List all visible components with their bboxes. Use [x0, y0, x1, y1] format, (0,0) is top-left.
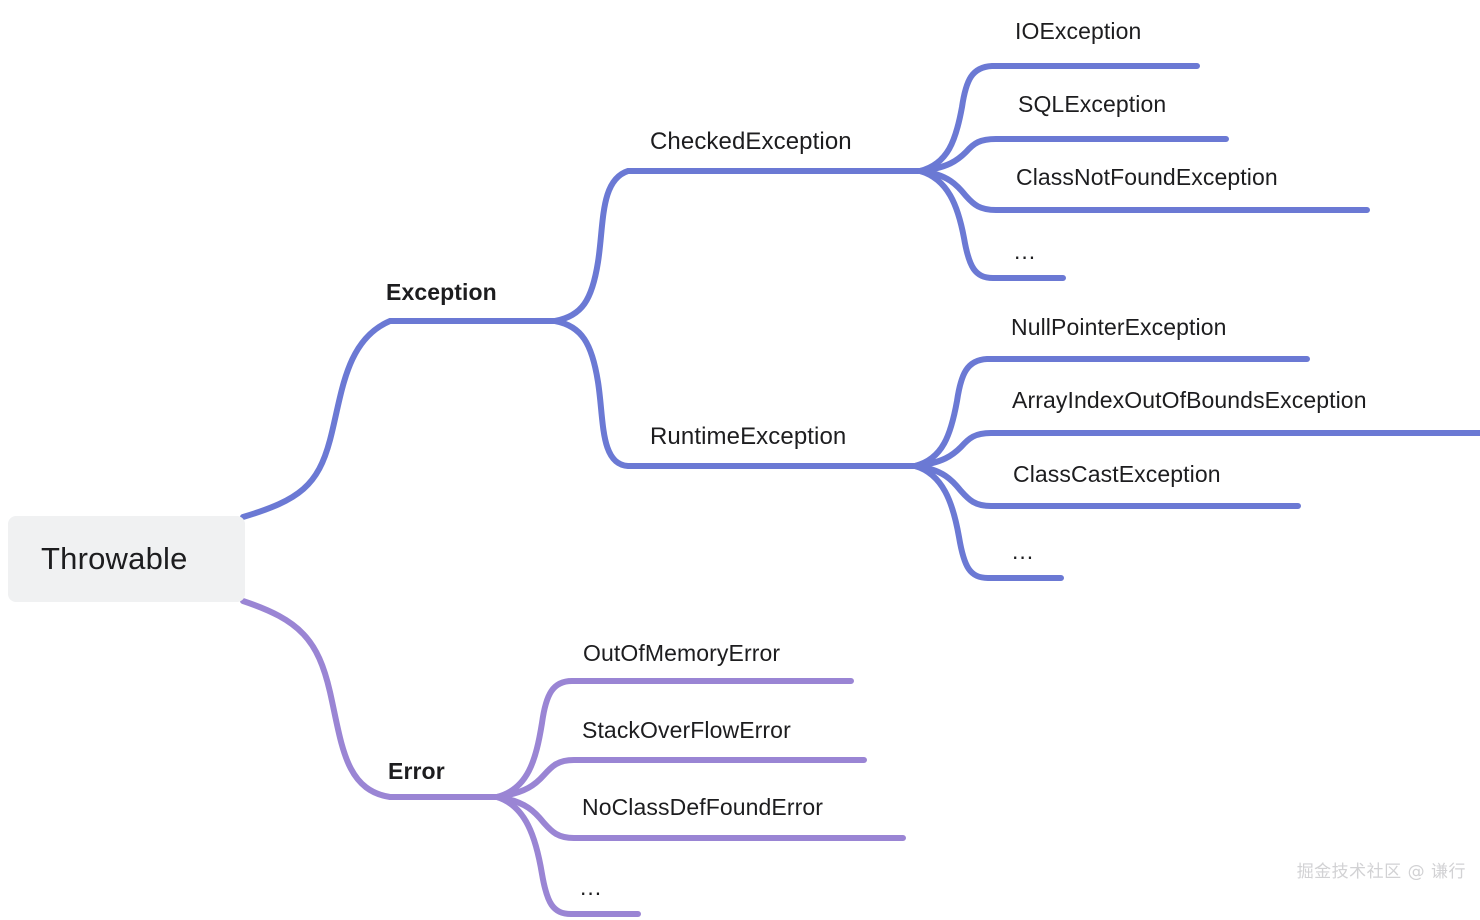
leaf-label-checked-ellipsis[interactable]: ...	[1014, 238, 1037, 264]
root-node-label: Throwable	[41, 541, 188, 576]
branch-label-exception[interactable]: Exception	[386, 279, 497, 305]
leaf-label-classnotfoundexception[interactable]: ClassNotFoundException	[1016, 164, 1278, 190]
edge-exception-to-checked	[552, 168, 923, 324]
group-label-checked-exception[interactable]: CheckedException	[650, 128, 852, 155]
edge-error-to-stackoverflow	[494, 757, 867, 800]
branch-label-error[interactable]: Error	[388, 758, 445, 784]
leaf-label-runtime-ellipsis[interactable]: ...	[1012, 538, 1035, 564]
leaf-label-arrayindexoutofboundsexception[interactable]: ArrayIndexOutOfBoundsException	[1012, 387, 1367, 413]
leaf-label-noclassdeffounderror[interactable]: NoClassDefFoundError	[582, 794, 824, 820]
leaf-label-ioexception[interactable]: IOException	[1015, 18, 1142, 44]
leaf-label-nullpointerexception[interactable]: NullPointerException	[1011, 314, 1227, 340]
leaf-label-classcastexception[interactable]: ClassCastException	[1013, 461, 1221, 487]
leaf-label-error-ellipsis[interactable]: ...	[580, 874, 603, 900]
edge-root-to-exception	[240, 318, 558, 520]
group-label-runtime-exception[interactable]: RuntimeException	[650, 423, 847, 450]
leaf-label-outofmemoryerror[interactable]: OutOfMemoryError	[583, 640, 781, 666]
edge-checked-to-ioexception	[917, 63, 1200, 174]
edge-root-to-error	[240, 598, 500, 800]
watermark-text: 掘金技术社区 @ 谦行	[1296, 862, 1466, 882]
leaf-label-sqlexception[interactable]: SQLException	[1018, 91, 1167, 117]
root-node-throwable[interactable]: Throwable	[8, 516, 245, 602]
leaf-label-stackoverflowerror[interactable]: StackOverFlowError	[582, 717, 791, 743]
